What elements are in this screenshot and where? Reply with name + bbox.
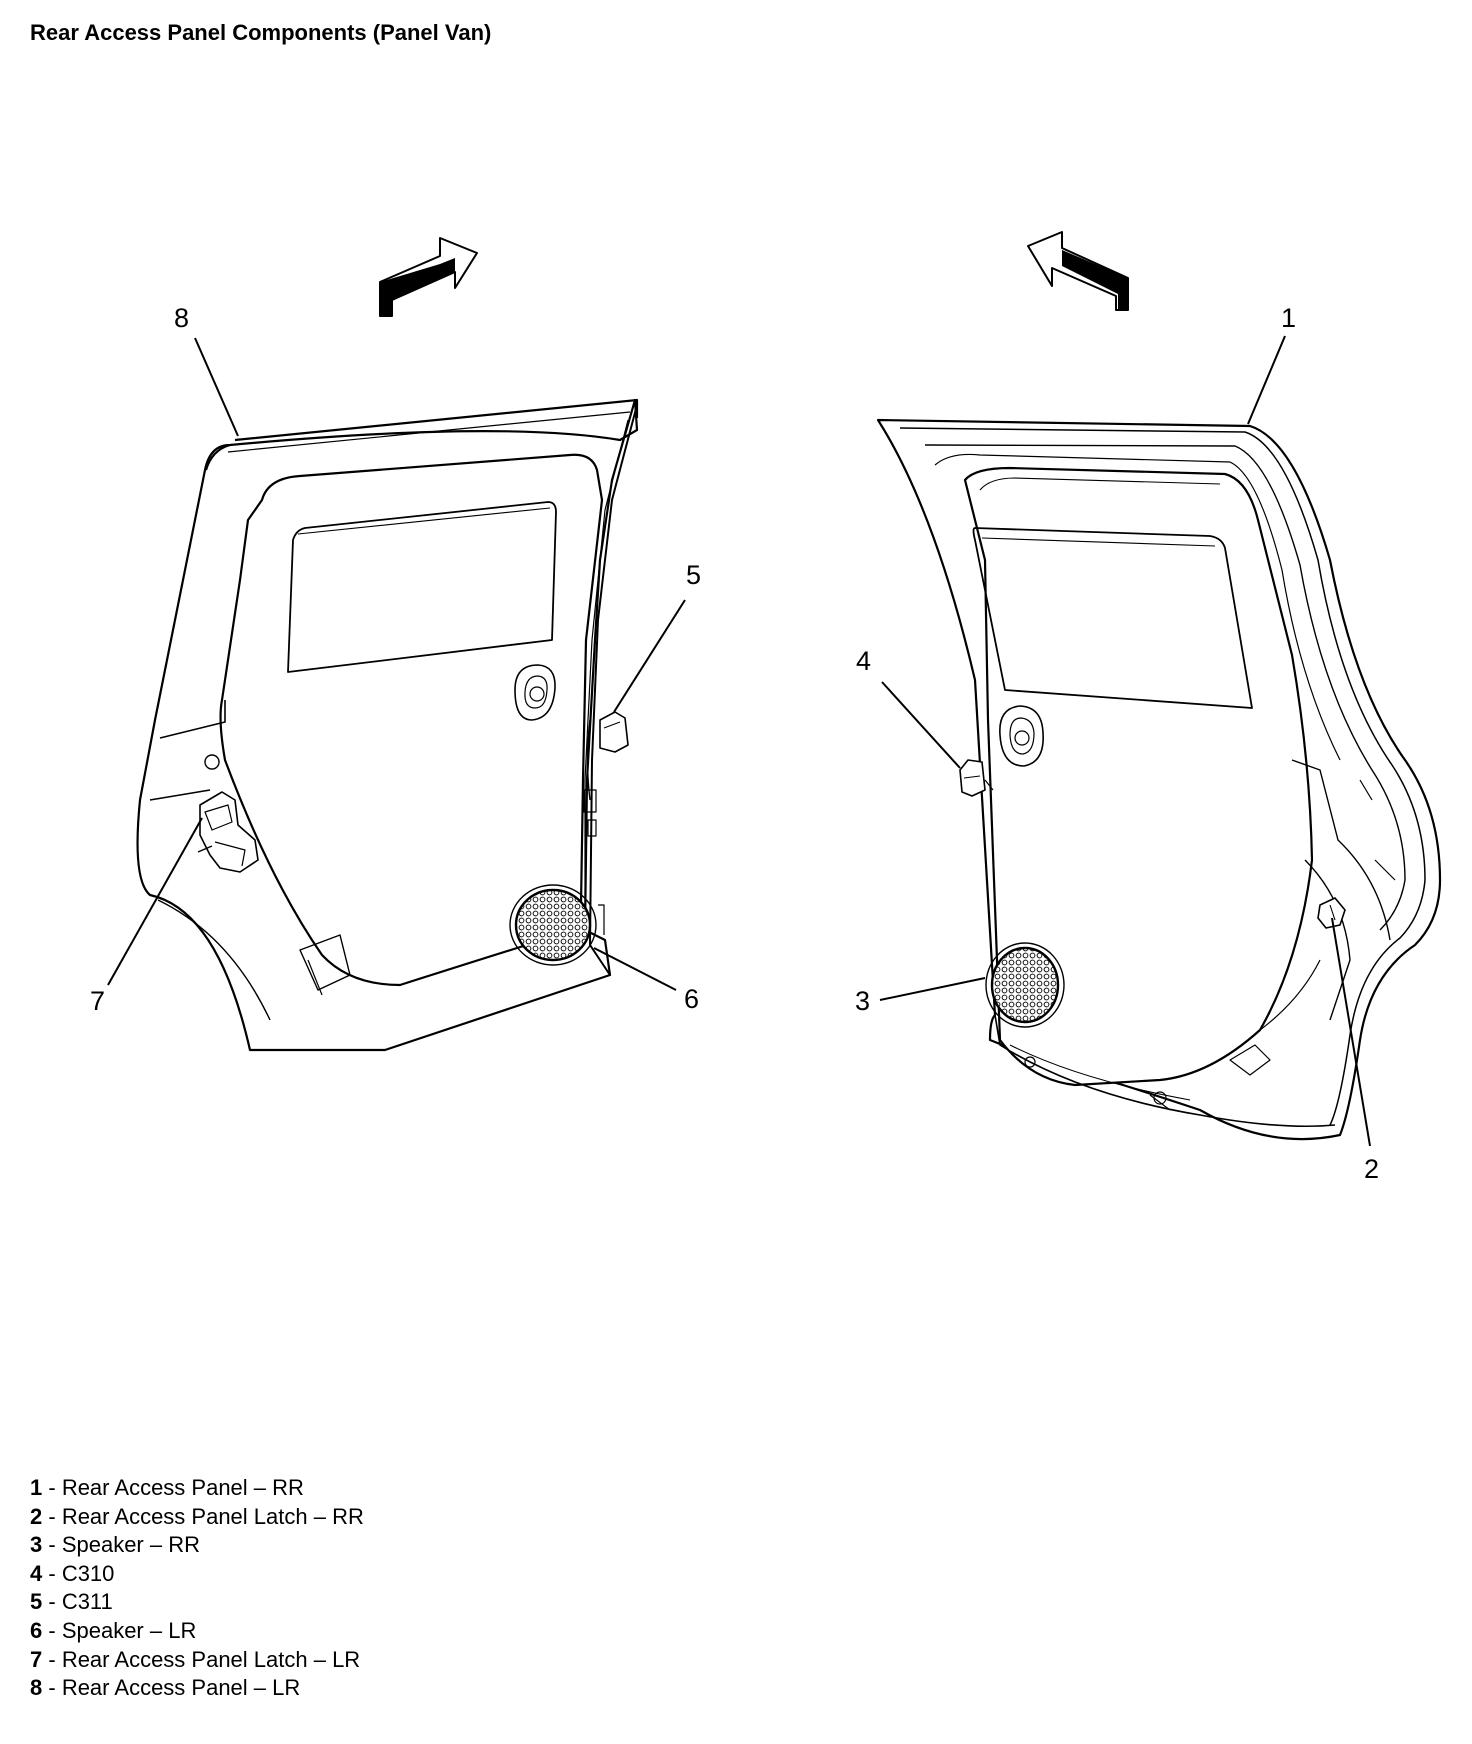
- rear-access-panel-lr: [136, 398, 639, 1052]
- legend-item: 2 - Rear Access Panel Latch – RR: [30, 1503, 364, 1529]
- forward-arrow-left-icon: [379, 237, 478, 317]
- parts-legend: 1 - Rear Access Panel – RR 2 - Rear Acce…: [30, 1474, 364, 1703]
- callout-leader-lines: [107, 335, 1371, 1147]
- legend-item: 8 - Rear Access Panel – LR: [30, 1675, 301, 1701]
- callout-1: 1: [1281, 303, 1296, 333]
- callout-3: 3: [855, 986, 870, 1016]
- callout-6: 6: [684, 984, 699, 1014]
- legend-item: 4 - C310: [30, 1560, 115, 1586]
- speaker-rr: [985, 942, 1065, 1028]
- legend-item: 7 - Rear Access Panel Latch – LR: [30, 1646, 361, 1672]
- legend-item: 1 - Rear Access Panel – RR: [30, 1475, 304, 1500]
- callout-2: 2: [1364, 1154, 1379, 1184]
- callout-4: 4: [856, 646, 871, 676]
- callout-5: 5: [686, 560, 701, 590]
- legend-item: 5 - C311: [30, 1589, 113, 1615]
- callout-7: 7: [90, 986, 105, 1016]
- rear-access-panel-rr: [876, 418, 1442, 1141]
- legend-item: 6 - Speaker – LR: [30, 1617, 197, 1643]
- legend-item: 3 - Speaker – RR: [30, 1532, 200, 1558]
- diagram-title: Rear Access Panel Components (Panel Van): [30, 20, 492, 45]
- callout-8: 8: [174, 303, 189, 333]
- forward-arrow-right-icon: [1027, 231, 1129, 311]
- speaker-lr: [509, 884, 597, 966]
